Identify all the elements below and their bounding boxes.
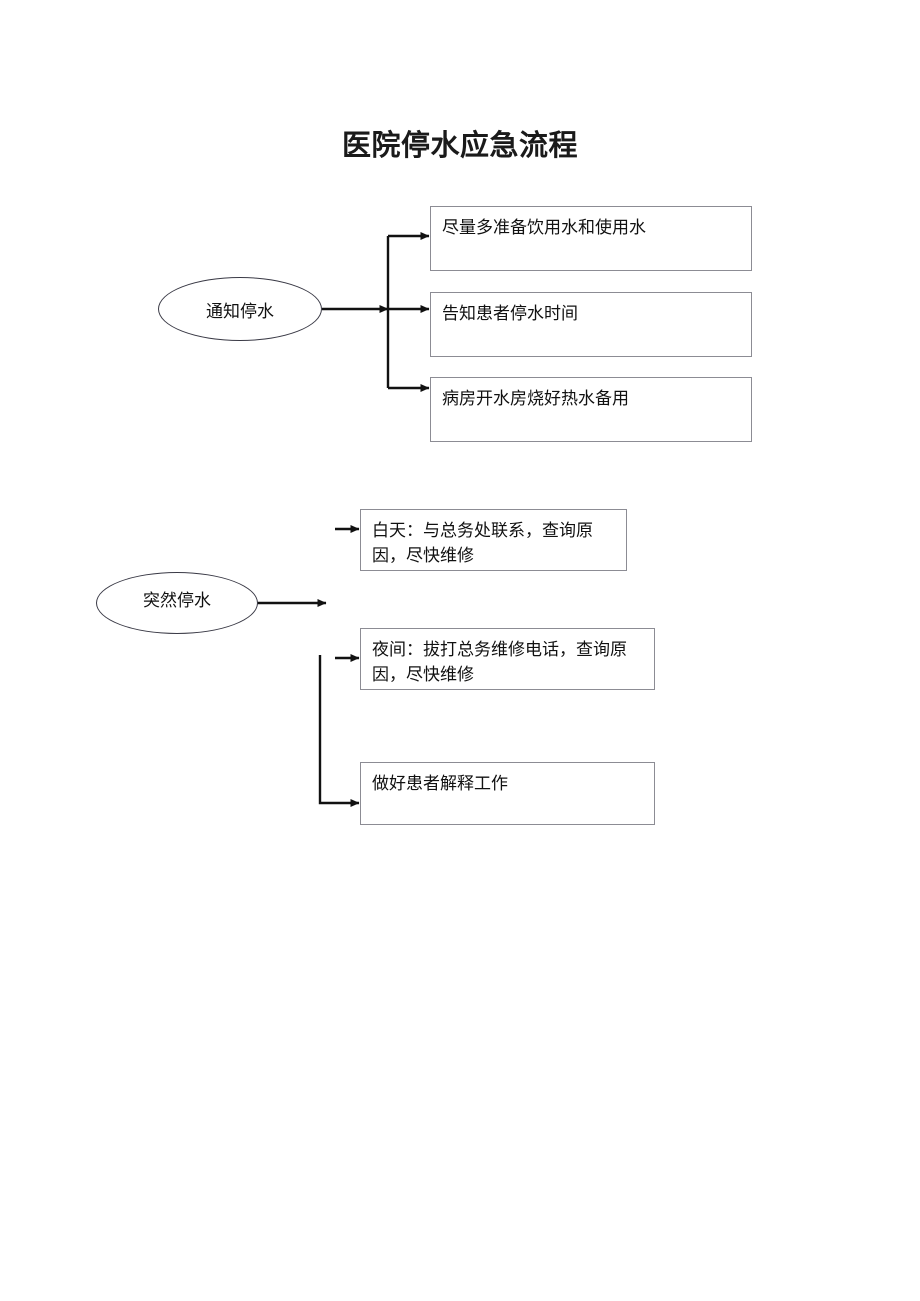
step-prepare-water-label: 尽量多准备饮用水和使用水 — [442, 218, 646, 237]
node-notify-outage-label: 通知停水 — [206, 301, 274, 321]
step-inform-patients[interactable]: 告知患者停水时间 — [430, 292, 752, 357]
step-prepare-water[interactable]: 尽量多准备饮用水和使用水 — [430, 206, 752, 271]
node-sudden-outage[interactable]: 突然停水 — [96, 572, 258, 634]
step-explain-patients-label: 做好患者解释工作 — [372, 774, 508, 793]
step-nighttime-label: 夜间：拔打总务维修电话，查询原因，尽快维修 — [372, 640, 627, 684]
node-notify-outage[interactable]: 通知停水 — [158, 277, 322, 341]
step-daytime[interactable]: 白天：与总务处联系，查询原因，尽快维修 — [360, 509, 627, 571]
step-inform-patients-label: 告知患者停水时间 — [442, 304, 578, 323]
node-sudden-outage-label: 突然停水 — [143, 590, 211, 610]
step-explain-patients[interactable]: 做好患者解释工作 — [360, 762, 655, 825]
step-nighttime[interactable]: 夜间：拔打总务维修电话，查询原因，尽快维修 — [360, 628, 655, 690]
step-boil-hot-water[interactable]: 病房开水房烧好热水备用 — [430, 377, 752, 442]
page-title: 医院停水应急流程 — [341, 130, 578, 162]
connector-nighttime-to-explain-elbow — [318, 655, 360, 807]
step-daytime-label: 白天：与总务处联系，查询原因，尽快维修 — [372, 521, 593, 565]
step-boil-hot-water-label: 病房开水房烧好热水备用 — [442, 389, 629, 408]
